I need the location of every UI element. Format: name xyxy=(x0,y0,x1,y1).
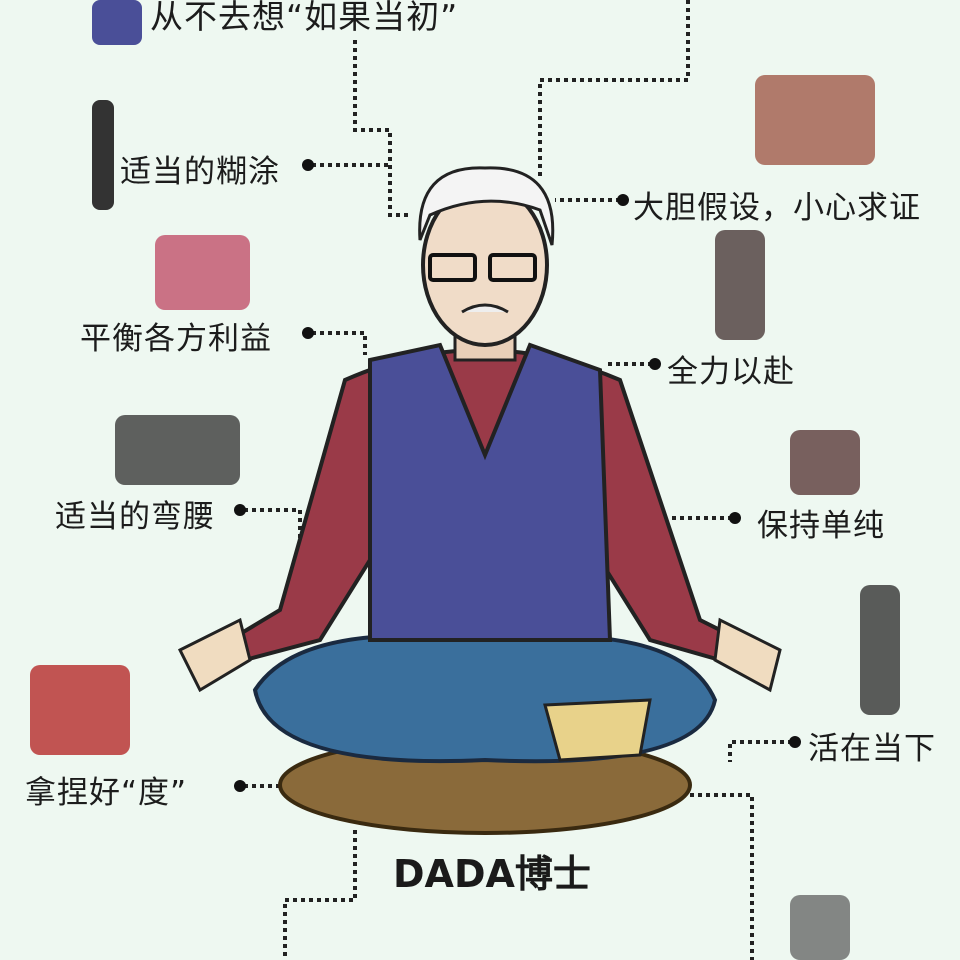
label-measure: 拿捏好“度” xyxy=(25,775,188,811)
label-live-now: 活在当下 xyxy=(808,731,936,767)
figure-title: DADA博士 xyxy=(393,852,591,896)
label-stay-simple: 保持单纯 xyxy=(757,508,885,544)
label-proper-bow: 适当的弯腰 xyxy=(55,499,215,535)
label-never-regret: 从不去想“如果当初” xyxy=(150,0,459,36)
label-all-out: 全力以赴 xyxy=(667,354,795,390)
connector-lines xyxy=(244,0,792,960)
label-proper-muddle: 适当的糊涂 xyxy=(120,154,280,190)
label-balance-interests: 平衡各方利益 xyxy=(80,321,272,357)
meditating-elder-figure xyxy=(177,166,782,835)
vignette-figures xyxy=(30,0,900,960)
connector-dots xyxy=(234,159,801,792)
label-bold-hypothesis: 大胆假设，小心求证 xyxy=(633,190,921,226)
